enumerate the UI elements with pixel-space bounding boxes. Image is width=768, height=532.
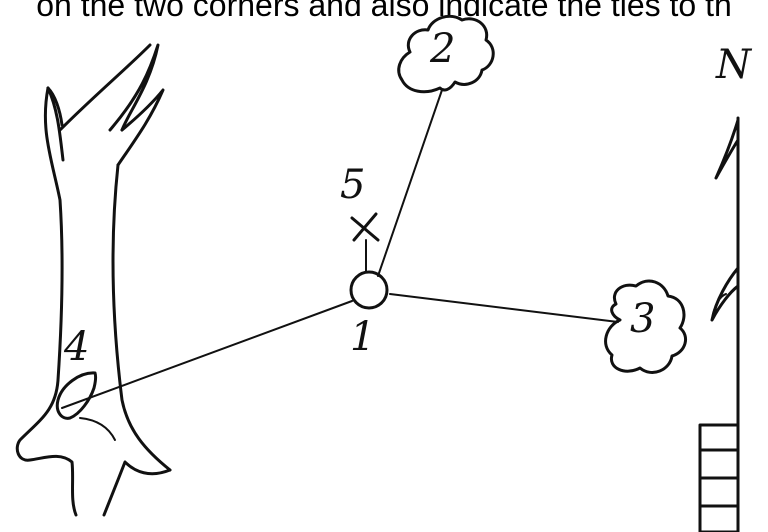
- cropped-instruction-text: on the two corners and also indicate the…: [36, 0, 732, 23]
- north-arrow-tail-hatch: [698, 423, 740, 532]
- tree-trunk-4: [15, 43, 172, 517]
- label-tree-2: 2: [429, 26, 455, 72]
- label-north: N: [715, 42, 753, 88]
- mark-5-x: [350, 212, 380, 242]
- tree-4-tie-loop: [55, 371, 98, 420]
- monument-circle: [349, 270, 389, 310]
- label-mark-5: 5: [340, 162, 365, 208]
- tie-line-1-to-4: [61, 300, 353, 409]
- tie-line-1-to-2: [377, 89, 443, 277]
- tie-line-1-to-3: [389, 293, 619, 323]
- label-monument-1: 1: [350, 314, 375, 360]
- label-tree-3: 3: [630, 296, 655, 342]
- tree-2-cloud: [397, 14, 495, 94]
- north-arrow: [710, 116, 740, 532]
- tree-3-cloud: [604, 279, 688, 374]
- label-tree-4: 4: [63, 324, 89, 370]
